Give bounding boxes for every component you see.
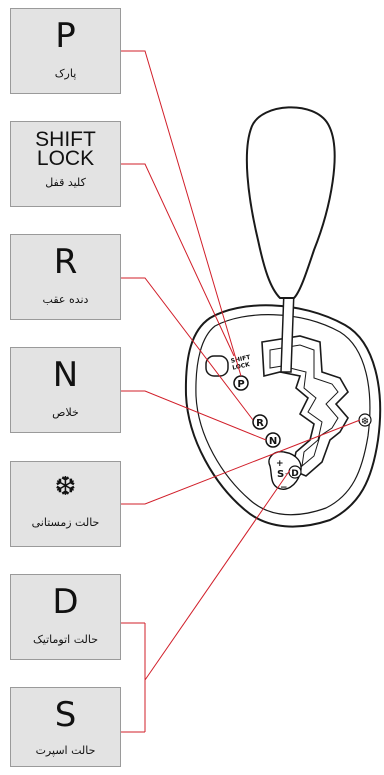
drive-symbol: D <box>52 582 79 622</box>
shift-gate-inner <box>269 344 339 468</box>
neutral-symbol: N <box>52 355 79 395</box>
shifter-base-outer <box>184 304 382 528</box>
shift-lock-cover <box>205 355 229 377</box>
sport-symbol: S <box>54 695 77 735</box>
legend-box-sport: S حالت اسپرت <box>10 687 121 767</box>
legend-box-reverse: R دنده عقب <box>10 234 121 320</box>
shift-lock-mark: SHIFT <box>230 354 252 365</box>
lever-shaft <box>280 289 295 373</box>
snow-label: حالت زمستانی <box>31 516 100 529</box>
legend-box-park: P پارک <box>10 8 121 94</box>
shift-lock-label: کلید قفل <box>45 176 86 189</box>
leader-reverse <box>121 277 254 421</box>
marker-plus: + <box>276 459 284 469</box>
legend-box-drive: D حالت اتوماتیک <box>10 574 121 660</box>
park-label: پارک <box>54 67 77 80</box>
snowflake-icon: ❆ <box>54 472 77 502</box>
leader-lines <box>121 50 361 733</box>
marker-dash: - <box>285 469 288 478</box>
shift-knob <box>245 106 336 299</box>
park-symbol: P <box>55 16 76 56</box>
marker-minus: − <box>280 483 288 493</box>
shift-lock-mark-2: LOCK <box>232 361 251 372</box>
marker-d-text: D <box>291 469 298 479</box>
legend-box-shift-lock: SHIFT LOCK کلید قفل <box>10 121 121 207</box>
legend-box-snow: ❆ حالت زمستانی <box>10 461 121 547</box>
reverse-symbol: R <box>53 242 78 282</box>
marker-r <box>252 414 268 430</box>
neutral-label: خلاص <box>52 406 79 419</box>
shift-lock-symbol: SHIFT LOCK <box>35 128 96 170</box>
legend-box-neutral: N خلاص <box>10 347 121 433</box>
leader-shift-lock <box>121 163 235 357</box>
leader-park <box>121 50 242 377</box>
leader-neutral <box>121 390 267 441</box>
sport-label: حالت اسپرت <box>35 744 96 757</box>
marker-p-text: P <box>237 379 244 390</box>
leader-drive-sport <box>144 469 291 681</box>
marker-r-text: R <box>256 418 264 429</box>
marker-snow-icon: ❆ <box>361 417 369 427</box>
drive-label: حالت اتوماتیک <box>32 633 99 646</box>
marker-n-text: N <box>269 436 277 447</box>
leader-snow <box>121 419 361 505</box>
reverse-label: دنده عقب <box>42 293 89 306</box>
marker-s: S <box>277 469 284 480</box>
shifter-base-inner <box>195 314 371 516</box>
